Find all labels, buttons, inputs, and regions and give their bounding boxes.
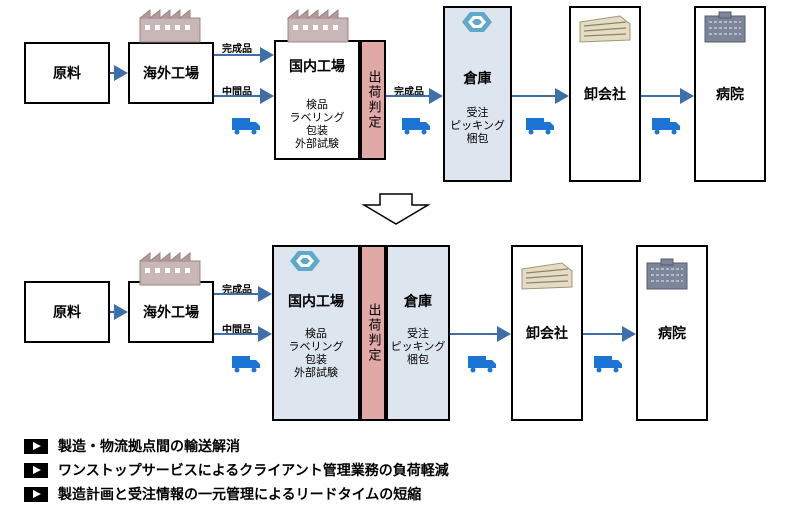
domestic-factory-title-bottom: 国内工場 <box>288 294 344 310</box>
truck-icon <box>526 118 554 135</box>
task-packaging: 包装 <box>306 124 328 137</box>
raw-material-label: 原料 <box>53 66 81 82</box>
task-external-test-bottom: 外部試験 <box>294 366 338 379</box>
company-logo-icon <box>290 251 320 271</box>
overseas-factory-label-bottom: 海外工場 <box>143 305 199 321</box>
finished-goods-label: 完成品 <box>222 44 252 55</box>
truck-icon <box>402 118 430 135</box>
raw-material-label-bottom: 原料 <box>53 305 81 321</box>
benefit-item-1: 製造・物流拠点間の輸送解消 <box>24 436 240 456</box>
warehouse-tasks-bottom: 受注 ピッキング 梱包 <box>391 327 446 366</box>
overseas-factory-box: 海外工場 <box>128 42 214 104</box>
benefit-item-3: 製造計画と受注情報の一元管理によるリードタイムの短縮 <box>24 484 421 504</box>
shipping-judgement-box-bottom: 出荷判定 <box>360 245 386 421</box>
domestic-factory-box-bottom: 国内工場 検品 ラベリング 包装 外部試験 <box>272 245 360 421</box>
truck-icon <box>232 118 260 135</box>
truck-icon <box>232 356 260 373</box>
factory-icon <box>287 8 349 43</box>
task-labeling-bottom: ラベリング <box>288 340 344 353</box>
warehouse-box: 倉庫 受注 ピッキング 梱包 <box>443 6 512 182</box>
hospital-building-icon <box>646 258 688 290</box>
task-external-test: 外部試験 <box>295 137 339 150</box>
hospital-label: 病院 <box>716 87 744 103</box>
task-order-receipt: 受注 <box>466 106 489 119</box>
task-picking: ピッキング <box>450 119 505 132</box>
raw-material-box: 原料 <box>24 42 110 104</box>
finished-goods-label-bottom: 完成品 <box>222 285 252 296</box>
play-icon <box>24 486 48 502</box>
task-order-receipt-bottom: 受注 <box>406 327 429 340</box>
task-labeling: ラベリング <box>289 111 345 124</box>
truck-icon <box>652 118 680 135</box>
benefit-text-2: ワンストップサービスによるクライアント管理業務の負荷軽減 <box>58 463 449 479</box>
task-picking-bottom: ピッキング <box>390 340 446 353</box>
company-logo-icon <box>462 12 492 32</box>
hospital-building-icon <box>704 11 746 43</box>
domestic-factory-tasks-bottom: 検品 ラベリング 包装 外部試験 <box>289 327 344 379</box>
down-arrow-icon <box>361 193 431 225</box>
intermediate-goods-label-bottom: 中間品 <box>222 325 252 336</box>
wholesaler-label-bottom: 卸会社 <box>526 326 568 342</box>
warehouse-box-bottom: 倉庫 受注 ピッキング 梱包 <box>386 245 450 421</box>
benefit-item-2: ワンストップサービスによるクライアント管理業務の負荷軽減 <box>24 460 449 480</box>
play-icon <box>24 438 48 454</box>
domestic-factory-box: 国内工場 検品 ラベリング 包装 外部試験 <box>274 40 360 160</box>
wholesaler-label: 卸会社 <box>584 87 626 103</box>
hospital-label-bottom: 病院 <box>658 326 686 342</box>
warehouse-tasks: 受注 ピッキング 梱包 <box>450 106 505 145</box>
shipping-judgement-label-bottom: 出荷判定 <box>365 303 381 363</box>
shipping-judgement-box: 出荷判定 <box>360 40 386 160</box>
benefit-text-1: 製造・物流拠点間の輸送解消 <box>58 439 240 455</box>
factory-icon <box>139 251 201 286</box>
warehouse-title-bottom: 倉庫 <box>404 294 432 310</box>
task-packing: 梱包 <box>466 132 489 145</box>
task-packing-bottom: 梱包 <box>406 353 429 366</box>
warehouse-title: 倉庫 <box>463 71 492 87</box>
domestic-factory-title: 国内工場 <box>289 59 345 75</box>
shipping-judgement-label: 出荷判定 <box>365 70 381 130</box>
overseas-factory-label: 海外工場 <box>143 66 199 82</box>
play-icon <box>24 462 48 478</box>
task-packaging-bottom: 包装 <box>305 353 327 366</box>
task-inspection-bottom: 検品 <box>305 327 327 340</box>
benefit-text-3: 製造計画と受注情報の一元管理によるリードタイムの短縮 <box>58 487 422 503</box>
office-building-icon <box>521 262 573 290</box>
finished-goods-label-2: 完成品 <box>394 87 424 98</box>
intermediate-goods-label: 中間品 <box>222 87 252 98</box>
raw-material-box-bottom: 原料 <box>24 281 110 343</box>
office-building-icon <box>579 15 631 43</box>
domestic-factory-tasks: 検品 ラベリング 包装 外部試験 <box>290 98 345 150</box>
factory-icon <box>139 8 201 43</box>
task-inspection: 検品 <box>306 98 328 111</box>
truck-icon <box>594 356 622 373</box>
truck-icon <box>468 356 496 373</box>
